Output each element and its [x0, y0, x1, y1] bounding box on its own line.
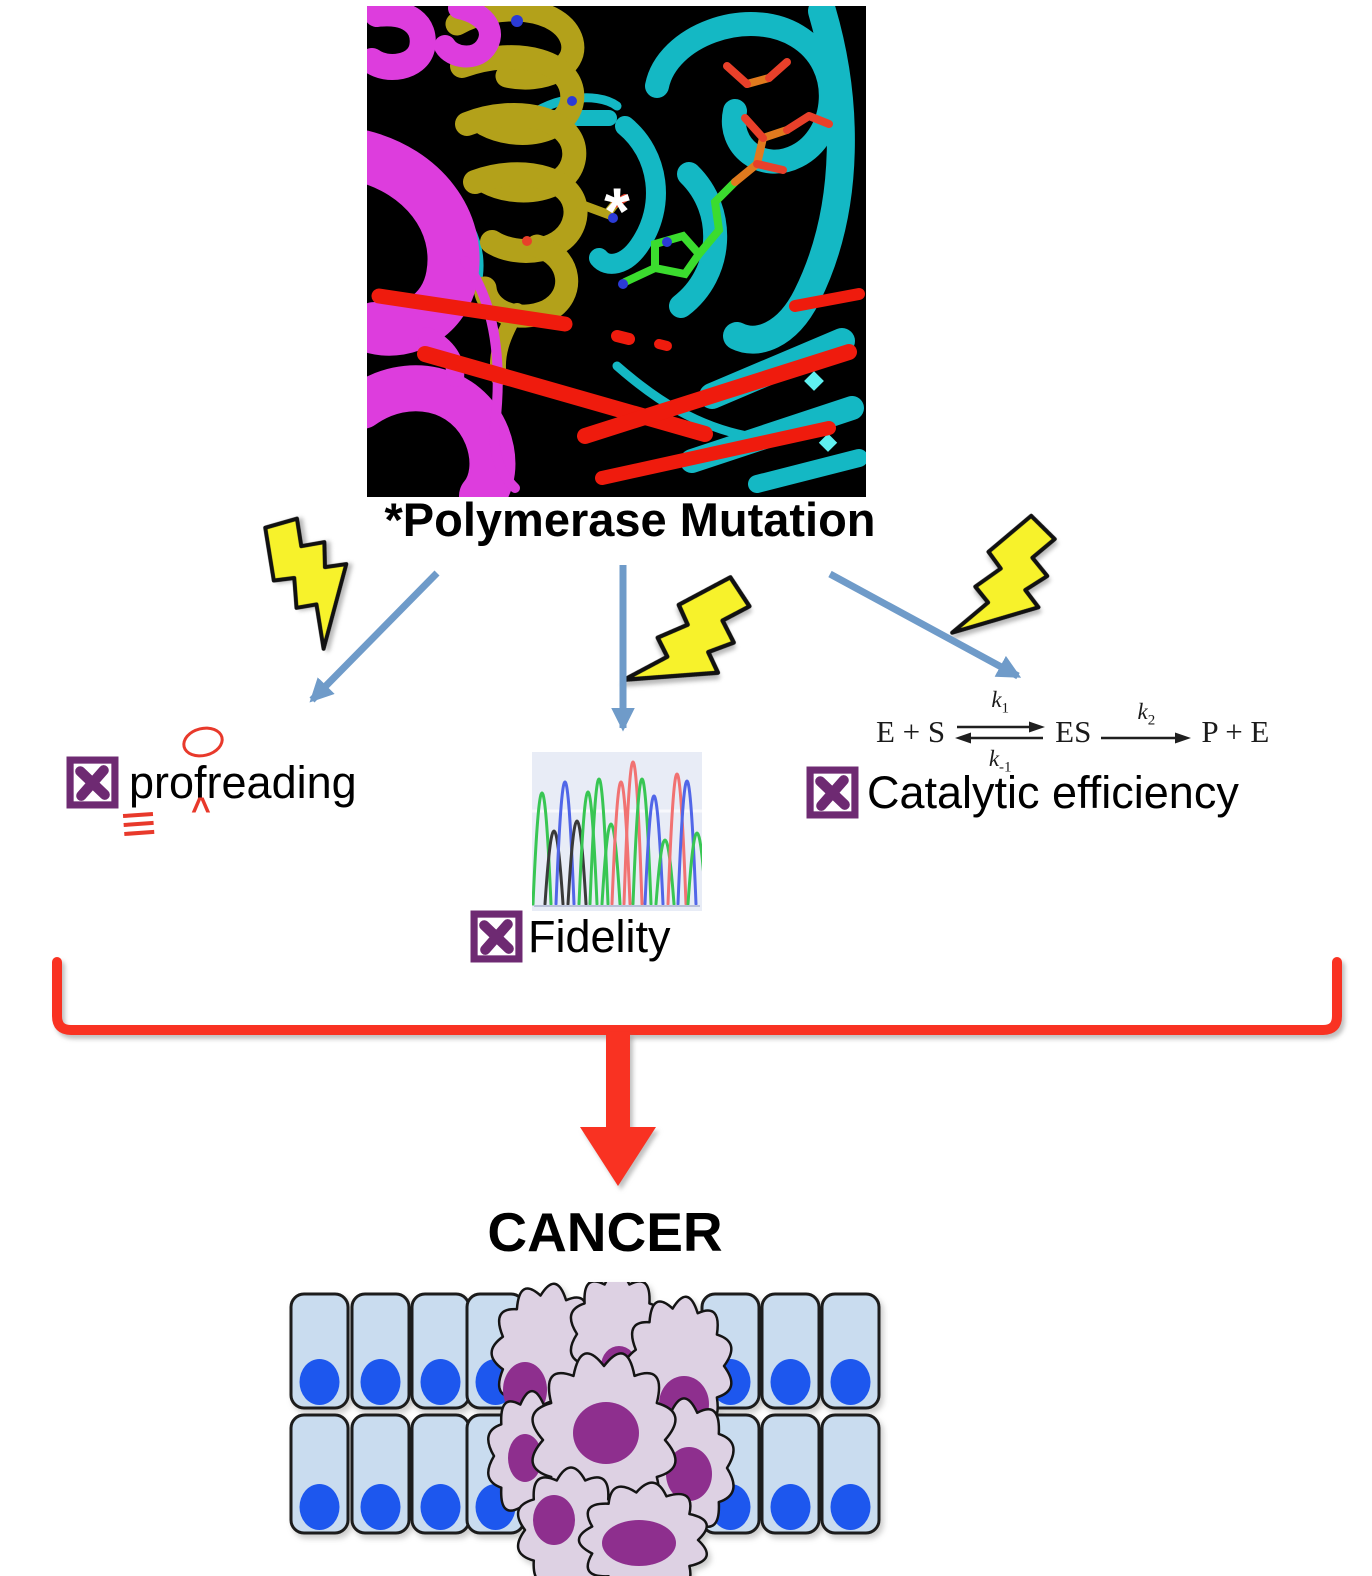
lightning-bolt-icon [950, 513, 1057, 635]
equation-complex: ES [1055, 713, 1092, 749]
chromatogram-peak [686, 831, 702, 906]
cell-nucleus [360, 1359, 401, 1405]
outcome-arrow [580, 1032, 656, 1186]
active-site-asterisk: * [604, 174, 630, 248]
equilibrium-arrow-icon [955, 721, 1046, 744]
dna-red-rods [371, 288, 865, 485]
chromatogram-peak [622, 760, 644, 906]
cell-nucleus [830, 1359, 871, 1405]
chromatogram-peak [566, 819, 588, 906]
tumor-nucleus [573, 1402, 639, 1464]
chromatogram-peak [600, 822, 622, 906]
catalysis-arrow: k2 [1101, 699, 1192, 745]
forward-arrow-icon [1101, 732, 1192, 744]
branch-proofreading: profreading ^ [66, 721, 357, 827]
branch-arrow-left [309, 570, 440, 703]
sequencing-chromatogram [532, 752, 702, 911]
x-checkbox-icon [806, 766, 859, 819]
branch-arrow-right [828, 570, 1022, 680]
cell-nucleus [299, 1359, 340, 1405]
fidelity-label: Fidelity [528, 910, 671, 962]
tumor-nucleus [602, 1520, 676, 1566]
branch-catalytic-efficiency: Catalytic efficiency [806, 766, 1239, 819]
insert-o-edit-mark [178, 721, 228, 762]
cyan-highlight-diamonds [804, 371, 838, 452]
x-checkbox-icon [470, 910, 523, 963]
x-checkbox-icon [66, 756, 119, 809]
proofreading-label: profreading [129, 756, 357, 808]
magenta-ribbon-domain [367, 6, 520, 497]
proofreading-word: profreading ^ [122, 721, 357, 827]
equilibrium-arrows: k1 k-1 [955, 687, 1046, 776]
tumor-nucleus [508, 1434, 542, 1482]
equation-products: P + E [1201, 713, 1270, 749]
cancer-label: CANCER [487, 1201, 723, 1263]
cell-nucleus [770, 1484, 811, 1530]
tumor-nucleus [533, 1495, 575, 1545]
chromatogram-peak [543, 829, 565, 906]
tissue-illustration [289, 1282, 881, 1576]
cell-nucleus [420, 1484, 461, 1530]
cell-nucleus [360, 1484, 401, 1530]
kinetics-equation: E + S k1 k-1 ES k2 P + E [876, 688, 1269, 775]
collector-bracket [52, 957, 1342, 1035]
chromatogram-peak [654, 838, 676, 906]
triple-underline-mark [122, 811, 154, 818]
cell-nucleus [420, 1359, 461, 1405]
tumor-nucleus [666, 1447, 712, 1501]
cell-nucleus [299, 1484, 340, 1530]
insert-caret-mark: ^ [191, 790, 211, 829]
polymerase-structure-figure: * [367, 6, 866, 497]
chromatogram-peak [666, 772, 688, 906]
equation-reactants: E + S [876, 713, 946, 749]
lightning-bolt-icon [621, 575, 752, 682]
nucleotide-sticks [618, 58, 833, 289]
k2-label: k2 [1137, 699, 1156, 729]
k1-label: k1 [991, 687, 1010, 717]
chromatogram-peak [577, 790, 599, 906]
branch-fidelity: Fidelity [470, 910, 671, 963]
diagram-title: *Polymerase Mutation [384, 493, 876, 546]
k-minus1-label: k-1 [988, 745, 1012, 776]
cell-nucleus [770, 1359, 811, 1405]
catalytic-efficiency-label: Catalytic efficiency [867, 766, 1239, 818]
cell-nucleus [830, 1484, 871, 1530]
residue-atoms [511, 15, 629, 246]
